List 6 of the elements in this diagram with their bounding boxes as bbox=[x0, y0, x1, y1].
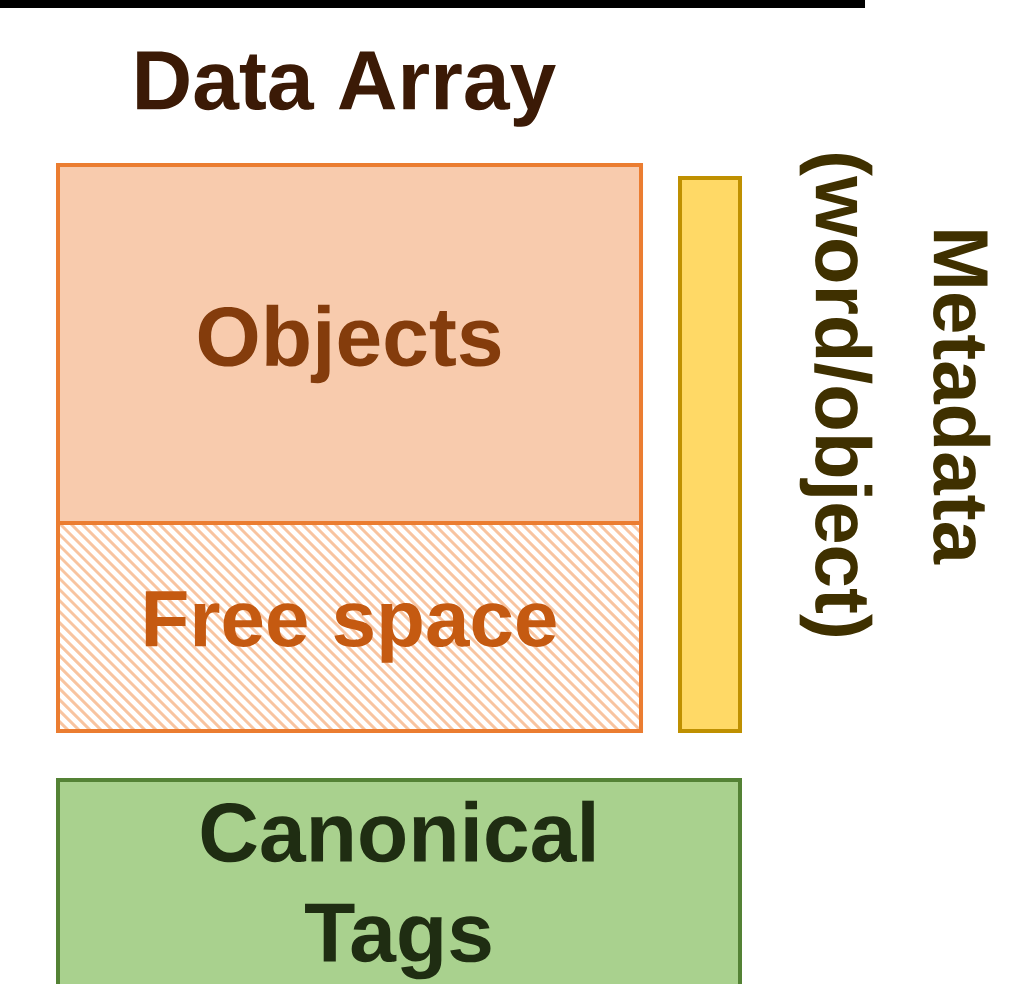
free-space-box: Free space bbox=[56, 521, 643, 733]
objects-box: Objects bbox=[56, 163, 643, 525]
side-label: Metadata (word/object) bbox=[799, 154, 991, 636]
bar bbox=[678, 176, 742, 733]
tags-box: Canonical Tags bbox=[56, 778, 742, 984]
heading: Data Array bbox=[137, 51, 556, 127]
